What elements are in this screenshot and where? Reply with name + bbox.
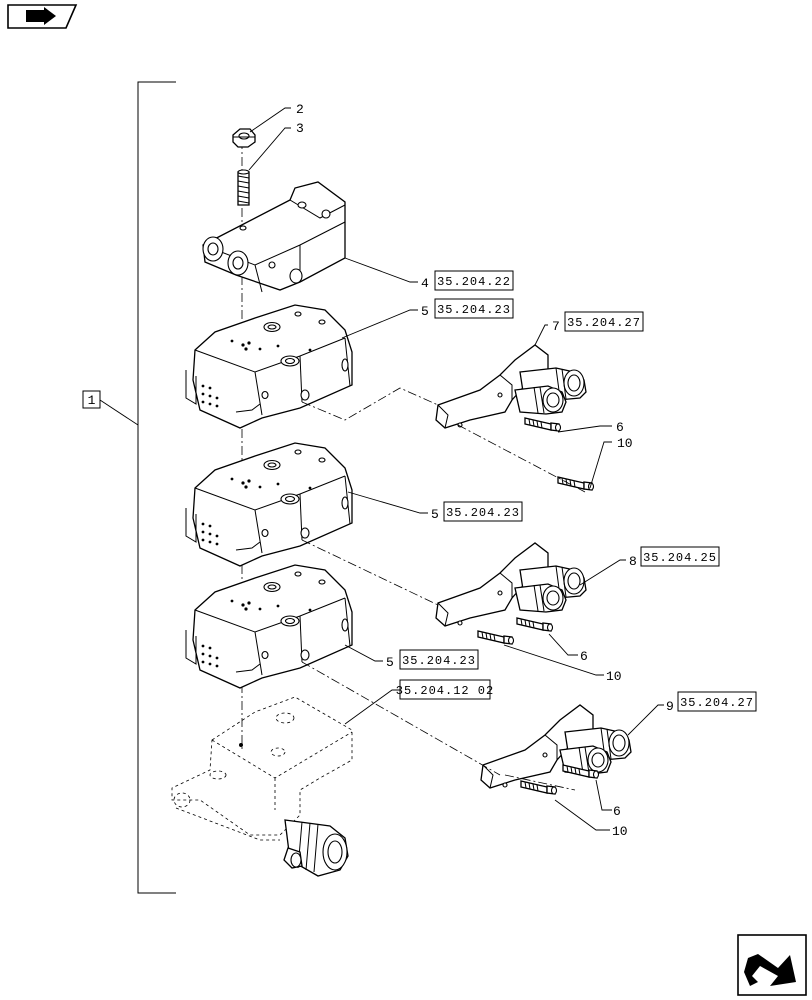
- bolt-10c: [520, 780, 558, 795]
- axis-link-3: [301, 661, 501, 776]
- svg-text:35.204.23: 35.204.23: [446, 506, 520, 520]
- group-label: 1: [88, 393, 96, 408]
- callout-9: 9: [666, 699, 674, 714]
- callout-5c: 5: [386, 655, 394, 670]
- ref-box-5c[interactable]: 35.204.23: [399, 649, 479, 670]
- nut-part: [232, 128, 256, 148]
- coupler-bracket-7: [435, 344, 587, 429]
- callout-3: 3: [296, 121, 304, 136]
- bolt-6a: [524, 417, 562, 432]
- coupler-bracket-8: [435, 542, 587, 627]
- ref-box-5a[interactable]: 35.204.23: [434, 298, 514, 319]
- svg-text:35.204.27: 35.204.27: [567, 316, 641, 330]
- next-page-arrow-icon[interactable]: [737, 934, 807, 996]
- valve-section-2: [185, 442, 353, 567]
- callout-5b: 5: [431, 507, 439, 522]
- callout-2: 2: [296, 102, 304, 117]
- callout-10a: 10: [617, 436, 633, 451]
- axis-link-2: [301, 539, 439, 606]
- end-cover-part: [202, 181, 346, 293]
- axis-link-1b: [457, 424, 586, 493]
- leader-lines: [248, 107, 664, 831]
- coupler-bracket-9: [480, 704, 632, 789]
- ref-box-4[interactable]: 35.204.22: [434, 270, 514, 291]
- callout-8: 8: [629, 554, 637, 569]
- svg-text:35.204.25: 35.204.25: [643, 551, 717, 565]
- base-housing-part: [171, 696, 353, 877]
- callout-10c: 10: [612, 824, 628, 839]
- ref-box-7[interactable]: 35.204.27: [564, 311, 644, 332]
- svg-text:35.204.22: 35.204.22: [437, 275, 511, 289]
- axis-link-3b: [504, 774, 576, 791]
- axis-link-1: [301, 387, 439, 421]
- ref-box-8[interactable]: 35.204.25: [640, 546, 720, 567]
- callout-6b: 6: [580, 649, 588, 664]
- svg-text:35.204.12 02: 35.204.12 02: [396, 684, 494, 698]
- valve-section-1: [185, 304, 353, 429]
- callout-6a: 6: [616, 420, 624, 435]
- bolt-6b: [516, 617, 554, 632]
- valve-section-3: [185, 564, 353, 689]
- callout-7: 7: [552, 319, 560, 334]
- ref-box-5b[interactable]: 35.204.23: [443, 501, 523, 522]
- callout-5a: 5: [421, 304, 429, 319]
- bolt-10b: [477, 630, 515, 645]
- svg-text:35.204.23: 35.204.23: [437, 303, 511, 317]
- bolt-10a: [557, 476, 595, 491]
- callout-6c: 6: [613, 804, 621, 819]
- page-back-arrow-icon[interactable]: [7, 4, 78, 29]
- svg-text:35.204.27: 35.204.27: [680, 696, 754, 710]
- ref-box-9[interactable]: 35.204.27: [677, 691, 757, 712]
- svg-text:35.204.23: 35.204.23: [402, 654, 476, 668]
- assembly-bracket: 1: [82, 81, 176, 894]
- ref-box-base[interactable]: 35.204.12 02: [396, 679, 494, 700]
- stud-part: [237, 169, 250, 206]
- callout-10b: 10: [606, 669, 622, 684]
- callout-4: 4: [421, 276, 429, 291]
